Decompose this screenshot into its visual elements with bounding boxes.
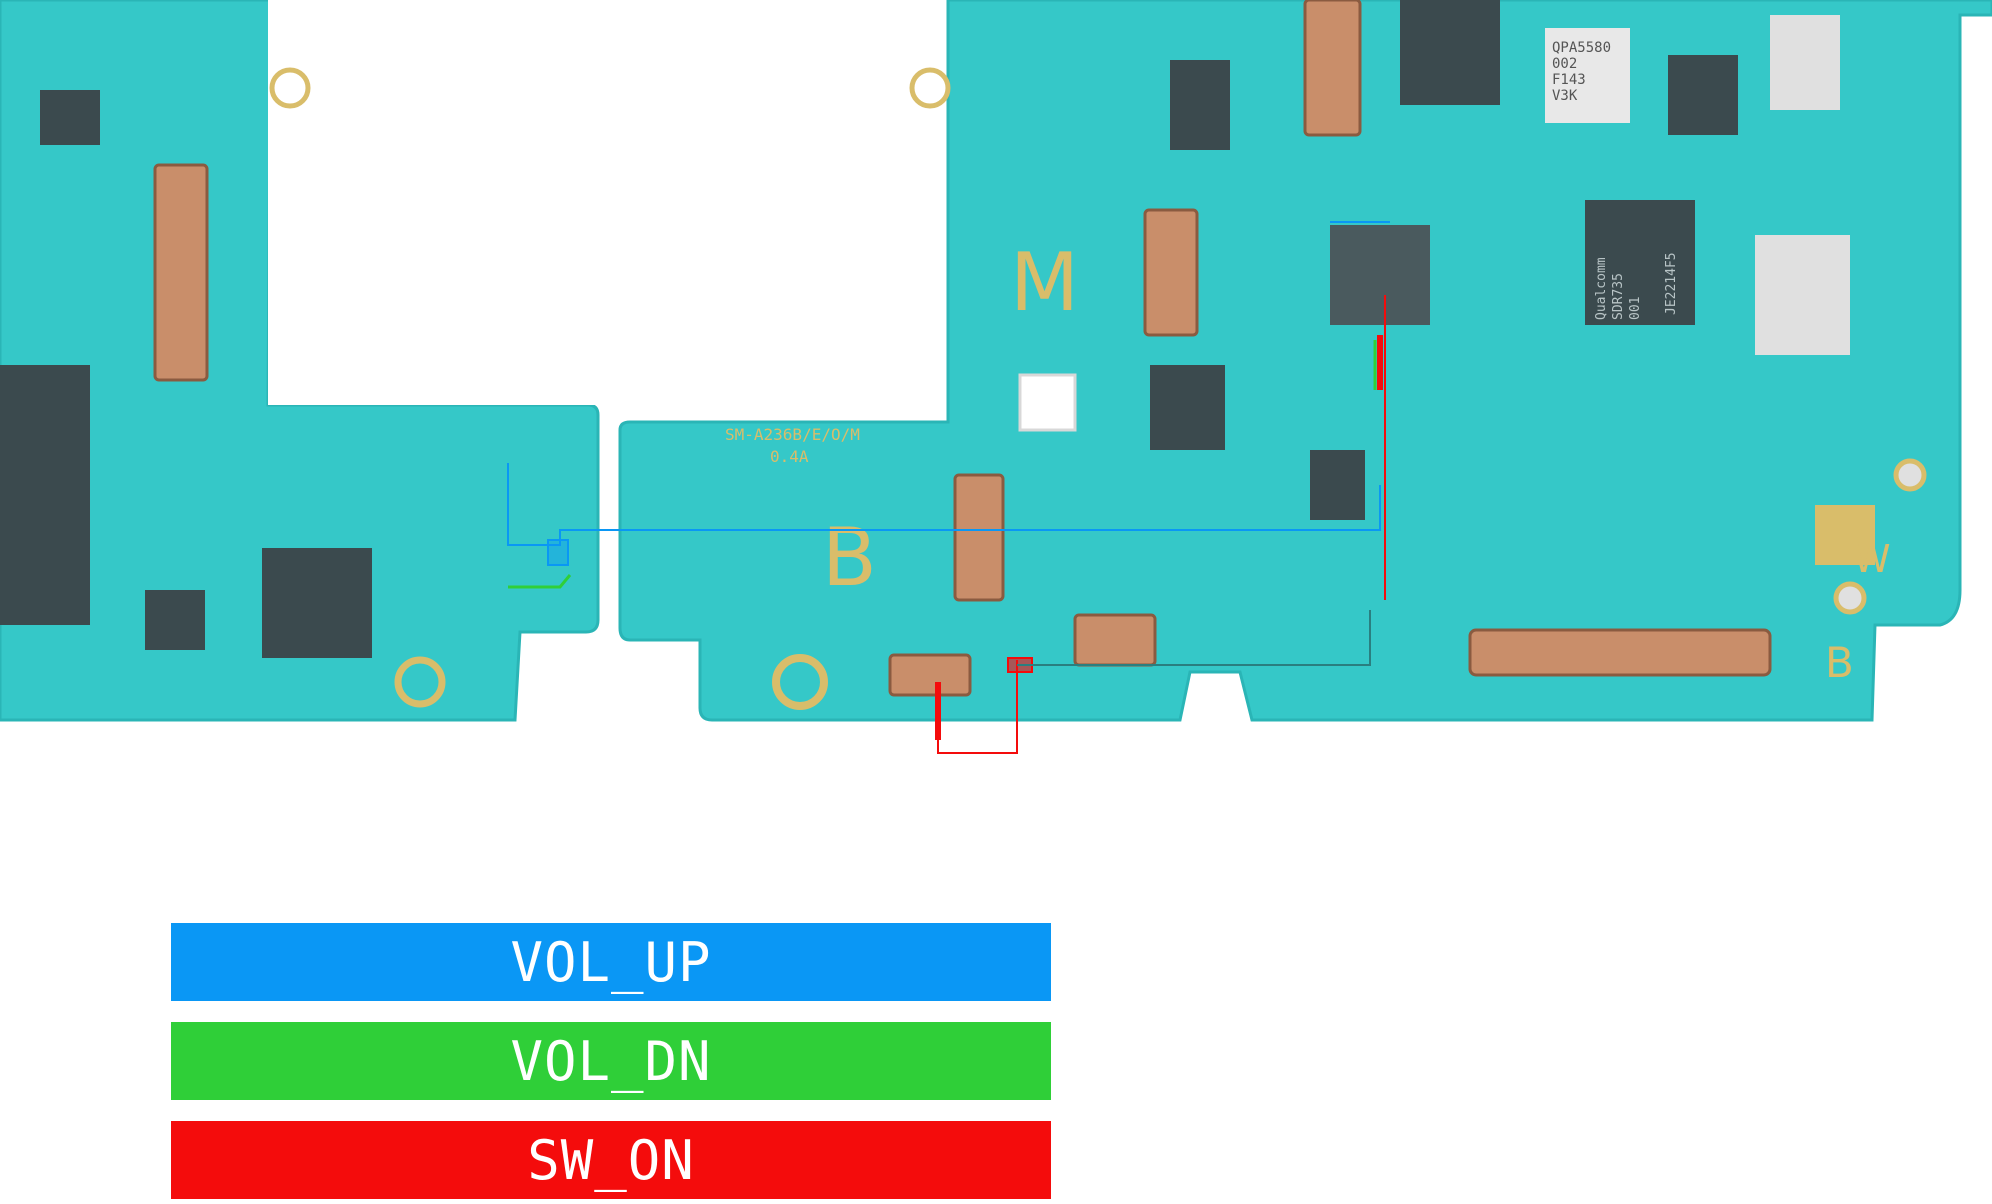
chip-left-memory [0,365,90,625]
antenna-pad [1833,581,1867,615]
transceiver-line: 001 [1628,297,1643,320]
led-flash [1018,373,1077,432]
legend-sw-on: SW_ON [171,1121,1051,1199]
antenna-pad [1893,458,1927,492]
mount-hole [772,654,828,710]
qr-label [1815,505,1875,565]
rf-chip-line: 002 [1552,56,1577,72]
mount-hole [269,67,311,109]
legend-vol-dn: VOL_DN [171,1022,1051,1100]
chip-shield [1755,235,1850,355]
transceiver-markings: Qualcomm SDR735 001 JE2214F5 [1594,252,1679,320]
connector-upper-mid [1143,208,1199,337]
chip-left-top [40,90,100,145]
rf-chip-line: F143 [1552,72,1586,88]
board-revision-marking: 0.4A [770,447,809,466]
chip-rf-frontend [1545,28,1630,123]
chip-shield [1770,15,1840,110]
pcb-left-section [0,0,948,722]
silk-letter: M [1010,236,1079,329]
trace-vol-up [507,221,1390,566]
chip-modem [1400,0,1500,105]
connector-top [1303,0,1362,137]
rf-chip-line: QPA5580 [1552,40,1611,56]
chip-markings: QPA5580 002 F143 V3K [1552,40,1611,104]
pcb-left-cutout [268,0,948,405]
trace-vol-dn [508,340,1377,589]
silk-letter: B [822,511,877,604]
connector-center [953,473,1005,602]
chip-left-small [145,590,205,650]
chip-dark [1150,365,1225,450]
transceiver-line: SDR735 [1611,273,1626,320]
trace-sw-on [935,295,1386,754]
chip-left-pmic [262,548,372,658]
connector-small [888,653,972,697]
chip-transceiver [1585,200,1695,325]
connector-side-key [1073,613,1157,667]
pcb-right-section [618,0,1992,722]
chip-dark [1170,60,1230,150]
connector-left [153,163,209,382]
mount-hole [909,67,951,109]
pcb-board-diagram: SM-A236B/E/O/M 0.4A M B B W QPA5580 002 … [0,0,1992,754]
chip-q [1668,55,1738,135]
mount-hole [394,656,446,708]
silkscreen: SM-A236B/E/O/M 0.4A M B B W [725,236,1891,687]
silk-letter: B [1825,638,1854,687]
legend-vol-up: VOL_UP [171,923,1051,1001]
transceiver-line: JE2214F5 [1664,252,1679,315]
transceiver-line: Qualcomm [1594,257,1609,320]
trace-ground [1017,610,1371,666]
rf-chip-line: V3K [1552,88,1578,104]
silk-letter: W [1853,537,1891,581]
board-model-marking: SM-A236B/E/O/M [725,425,860,444]
chip-dark [1310,450,1365,520]
chip-bga [1330,225,1430,325]
connector-bottom-right [1468,628,1772,677]
